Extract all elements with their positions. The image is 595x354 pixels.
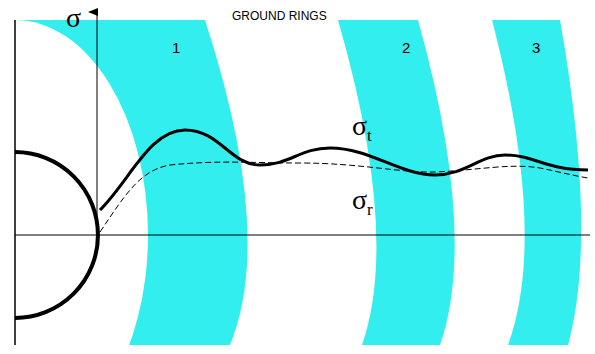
hole-zone bbox=[0, 20, 148, 354]
ground-ring bbox=[492, 20, 581, 345]
ring-number: 1 bbox=[172, 40, 180, 55]
ring-number: 2 bbox=[402, 40, 410, 55]
heading-label: GROUND RINGS bbox=[232, 10, 327, 22]
curve-label: σr bbox=[352, 186, 373, 218]
ring-number: 3 bbox=[532, 40, 540, 55]
horizontal-axis bbox=[15, 235, 590, 236]
radial-stress-curve bbox=[100, 162, 588, 232]
tunnel-wall bbox=[15, 152, 98, 318]
stress-axis bbox=[97, 12, 98, 235]
curve-label: σt bbox=[352, 112, 372, 144]
tangential-stress-curve bbox=[100, 130, 588, 210]
wall-line bbox=[14, 20, 16, 345]
ground-ring bbox=[338, 20, 455, 345]
axis-label: σ bbox=[66, 4, 81, 32]
